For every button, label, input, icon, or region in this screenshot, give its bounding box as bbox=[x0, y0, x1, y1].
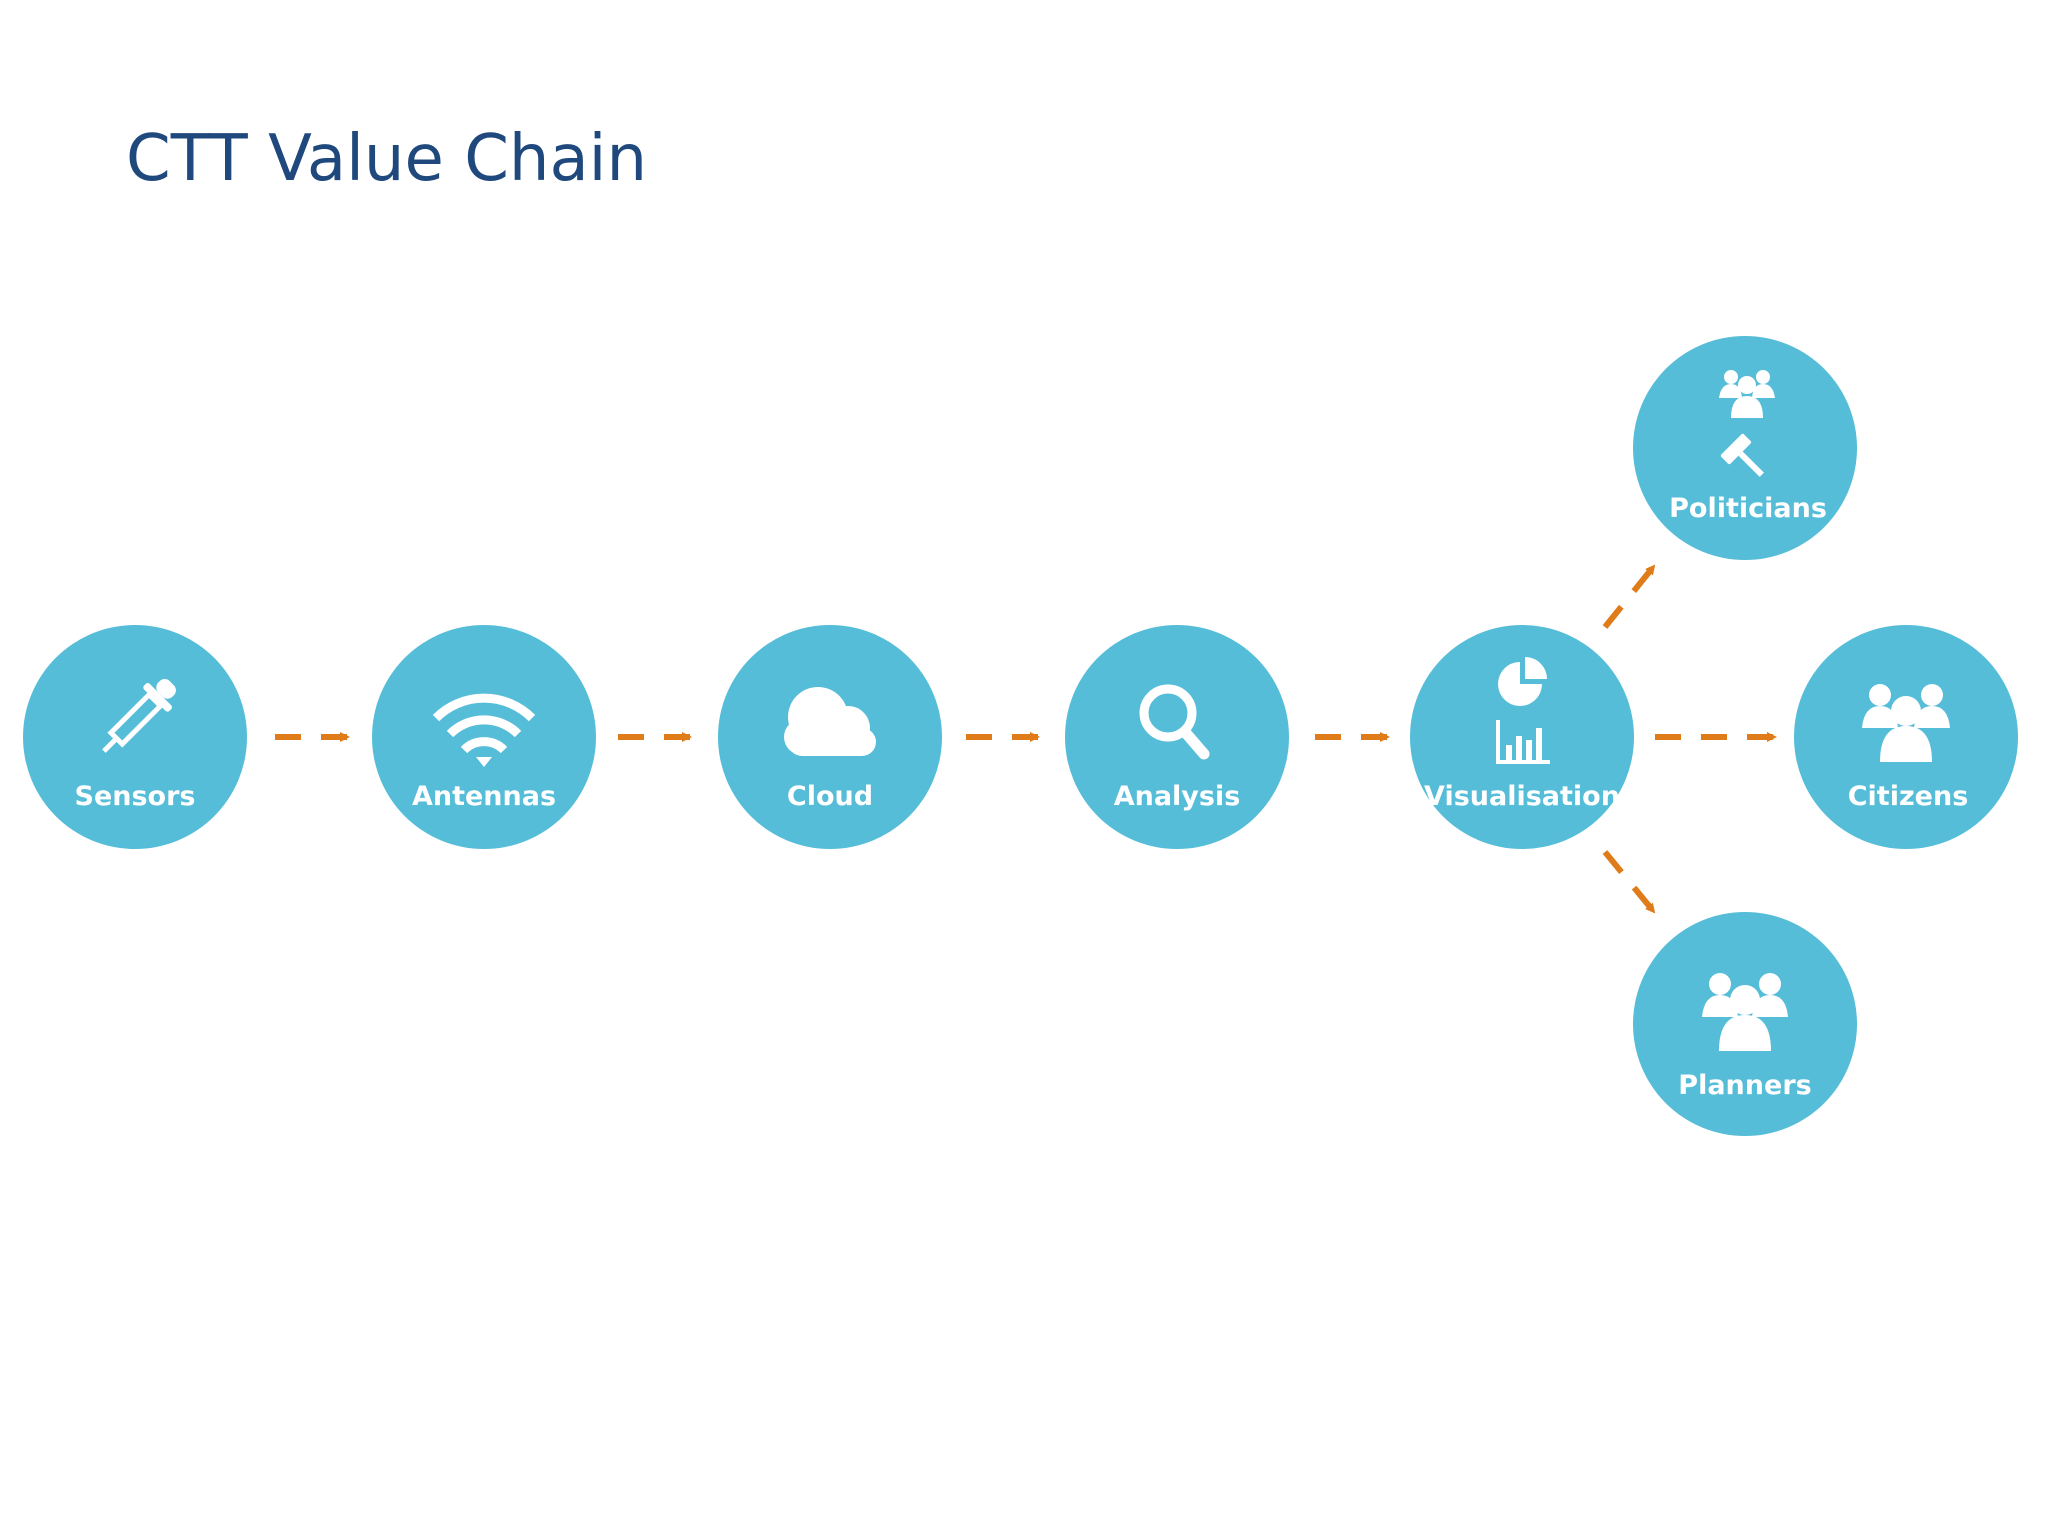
node-analysis-label: Analysis bbox=[1114, 781, 1241, 812]
group-icon bbox=[1719, 370, 1775, 418]
node-cloud: Cloud bbox=[718, 625, 942, 849]
node-visualisation-label: Visualisation bbox=[1424, 781, 1620, 812]
magnifier-icon bbox=[1139, 684, 1210, 760]
node-planners: Planners bbox=[1633, 912, 1857, 1136]
connections bbox=[275, 564, 1777, 914]
gavel-icon bbox=[1720, 433, 1764, 477]
node-visualisation: Visualisation bbox=[1410, 625, 1634, 849]
node-analysis: Analysis bbox=[1065, 625, 1289, 849]
cloud-icon bbox=[784, 687, 876, 756]
group-icon bbox=[1862, 684, 1950, 762]
slide-title: CTT Value Chain bbox=[126, 122, 647, 196]
node-planners-label: Planners bbox=[1678, 1070, 1811, 1101]
group-icon bbox=[1702, 973, 1788, 1051]
wifi-dot-icon bbox=[476, 757, 492, 767]
pie-chart-icon bbox=[1498, 657, 1547, 706]
node-sensors: Sensors bbox=[23, 625, 247, 849]
node-antennas-circle bbox=[372, 625, 596, 849]
eyedropper-icon bbox=[102, 679, 176, 753]
node-citizens: Citizens bbox=[1794, 625, 2018, 849]
node-sensors-circle bbox=[23, 625, 247, 849]
node-politicians-label: Politicians bbox=[1669, 493, 1827, 524]
arrow-visualisation-planners bbox=[1602, 850, 1657, 914]
node-antennas-label: Antennas bbox=[412, 781, 556, 812]
node-cloud-label: Cloud bbox=[787, 781, 873, 812]
node-politicians: Politicians bbox=[1633, 336, 1857, 560]
arrow-visualisation-politicians bbox=[1602, 564, 1657, 629]
bar-chart-icon bbox=[1496, 720, 1550, 764]
node-sensors-label: Sensors bbox=[75, 781, 196, 812]
wifi-icon bbox=[432, 693, 536, 754]
node-citizens-label: Citizens bbox=[1848, 781, 1969, 812]
node-antennas: Antennas bbox=[372, 625, 596, 849]
